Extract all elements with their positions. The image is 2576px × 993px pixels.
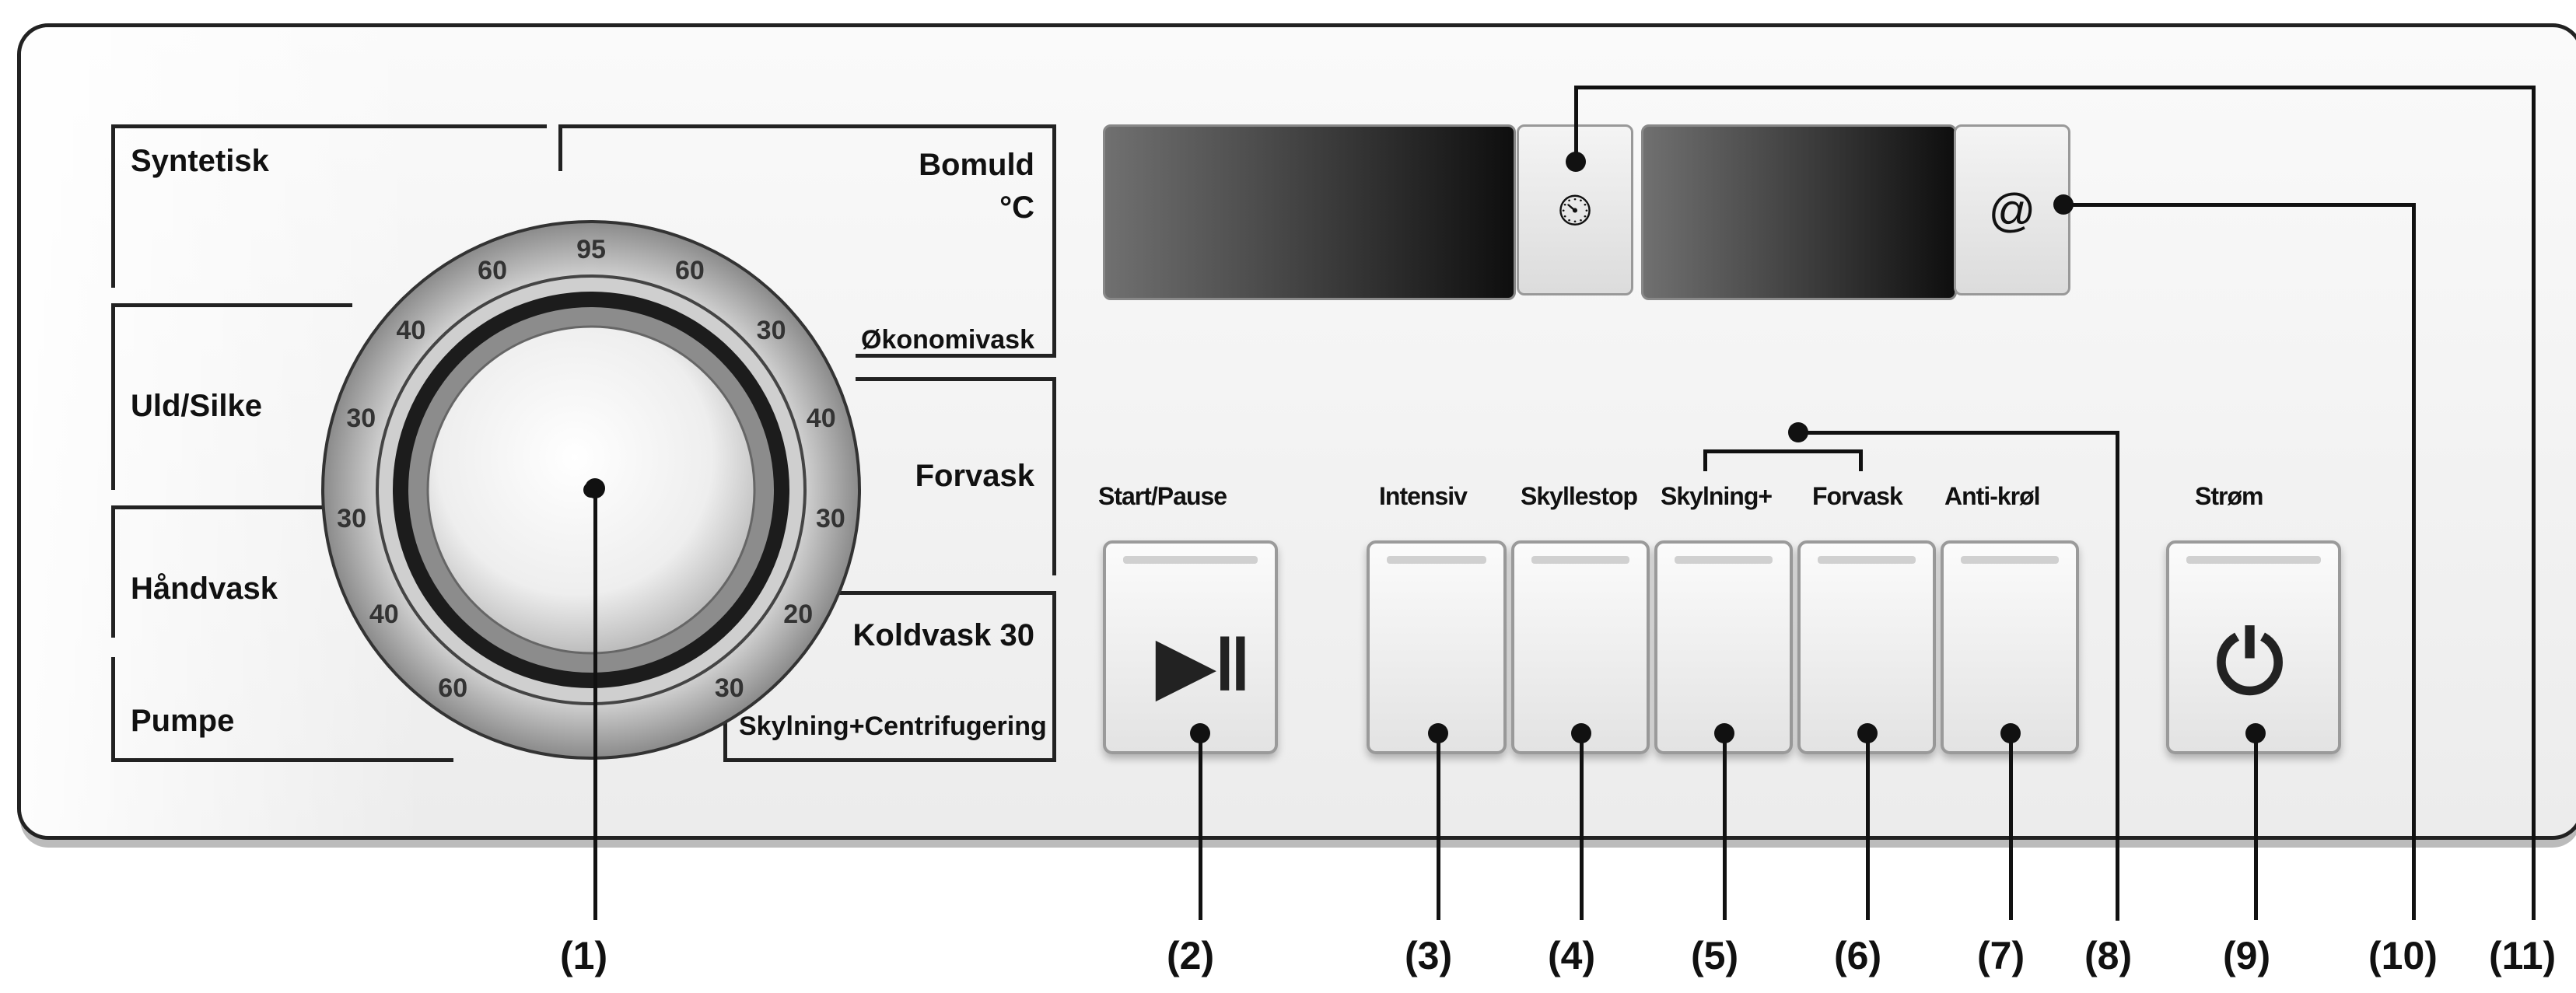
- dial-temp-label: 60: [438, 673, 467, 703]
- label-start-pause: Start/Pause: [1098, 482, 1227, 510]
- program-uld-silke: Uld/Silke: [131, 389, 262, 423]
- program-forvask: Forvask: [915, 459, 1034, 493]
- callout-1: (1): [560, 934, 608, 977]
- callout-line-11: [1574, 86, 1578, 159]
- callout-line-5: [1723, 733, 1727, 920]
- callout-line-1: [593, 488, 597, 920]
- bracket-line: [111, 303, 115, 490]
- dial-temp-label: 60: [478, 256, 507, 285]
- callout-line-3: [1437, 733, 1440, 920]
- label-anti-krol: Anti-krøl: [1944, 482, 2041, 510]
- led-indicator: [1961, 556, 2059, 564]
- skyllestop-button[interactable]: [1511, 540, 1650, 754]
- bracket-line: [111, 124, 115, 288]
- bracket-line: [111, 657, 115, 762]
- bracket-line: [111, 303, 352, 307]
- bracket-line: [111, 505, 352, 509]
- callout-5: (5): [1691, 934, 1739, 977]
- dial-temp-label: 30: [346, 404, 376, 433]
- dial-temp-label: 20: [783, 600, 813, 629]
- label-forvask: Forvask: [1812, 482, 1903, 510]
- label-skyllestop: Skyllestop: [1521, 482, 1638, 510]
- bracket-line: [111, 758, 453, 762]
- label-skylning-plus: Skylning+: [1661, 482, 1773, 510]
- callout-line-7: [2009, 733, 2013, 920]
- callout-line-8: [1797, 431, 2119, 435]
- bracket-line: [723, 591, 1056, 595]
- callout-line-6: [1866, 733, 1870, 920]
- callout-7: (7): [1977, 934, 2025, 977]
- callout-10: (10): [2368, 934, 2438, 977]
- callout-8: (8): [2084, 934, 2133, 977]
- program-pumpe: Pumpe: [131, 704, 235, 738]
- program-handvask: Håndvask: [131, 572, 278, 606]
- dial-temp-label: 30: [816, 504, 845, 533]
- label-strom: Strøm: [2195, 482, 2263, 510]
- dial-temp-label: 40: [396, 316, 425, 345]
- led-indicator: [1387, 556, 1486, 564]
- dial-temp-label: 30: [715, 673, 744, 703]
- bracket-line: [1703, 449, 1863, 453]
- callout-2: (2): [1167, 934, 1215, 977]
- bracket-line: [1859, 449, 1863, 471]
- callout-3: (3): [1405, 934, 1453, 977]
- led-indicator: [1531, 556, 1629, 564]
- program-koldvask-30: Koldvask 30: [852, 618, 1034, 652]
- callout-11: (11): [2489, 934, 2557, 977]
- bracket-line: [856, 354, 1056, 358]
- bracket-line: [558, 124, 1056, 128]
- callout-line-10: [2062, 203, 2416, 207]
- spin-icon: @: [1988, 184, 2036, 236]
- led-indicator: [1123, 556, 1258, 564]
- bracket-line: [1052, 377, 1056, 575]
- led-indicator: [1675, 556, 1773, 564]
- callout-line-11: [1574, 86, 2536, 89]
- skylning-plus-button[interactable]: [1654, 540, 1793, 754]
- callout-6: (6): [1834, 934, 1882, 977]
- dial-temp-label: 40: [369, 600, 399, 629]
- display-right: [1641, 124, 1957, 300]
- callout-4: (4): [1548, 934, 1596, 977]
- program-bomuld-unit: °C: [999, 191, 1034, 225]
- callout-line-11: [2532, 86, 2536, 920]
- program-bomuld: Bomuld: [919, 148, 1034, 182]
- led-indicator: [2186, 556, 2321, 564]
- intensiv-button[interactable]: [1367, 540, 1507, 754]
- callout-line-10: [2412, 203, 2416, 920]
- spin-button[interactable]: @: [1954, 124, 2070, 295]
- callout-line-8: [2116, 431, 2119, 921]
- clock-icon: ⏲: [1556, 184, 1594, 236]
- dial-temp-label: 30: [337, 504, 366, 533]
- play-pause-icon: ▶‖: [1157, 624, 1251, 707]
- program-skylning-centrifugering: Skylning+Centrifugering: [739, 712, 1047, 741]
- bracket-line: [1052, 124, 1056, 358]
- bracket-line: [723, 758, 1056, 762]
- program-okonomivask: Økonomivask: [861, 325, 1034, 355]
- bracket-line: [111, 505, 115, 638]
- dial-temp-label: 30: [757, 316, 786, 345]
- callout-line-2: [1199, 733, 1202, 920]
- callout-line-9: [2254, 733, 2258, 920]
- dial-temp-label: 40: [807, 404, 836, 433]
- bracket-line: [856, 377, 1056, 381]
- bracket-line: [111, 124, 547, 128]
- led-indicator: [1818, 556, 1916, 564]
- dial-temp-label: 60: [675, 256, 705, 285]
- callout-9: (9): [2223, 934, 2271, 977]
- forvask-button[interactable]: [1797, 540, 1936, 754]
- power-icon: ⏻: [2216, 615, 2284, 711]
- dial-temp-label: 95: [576, 235, 606, 264]
- bracket-line: [558, 124, 562, 171]
- label-intensiv: Intensiv: [1379, 482, 1468, 510]
- anti-krol-button[interactable]: [1941, 540, 2079, 754]
- bracket-line: [1703, 449, 1707, 471]
- callout-line-4: [1580, 733, 1584, 920]
- start-pause-button[interactable]: ▶‖: [1103, 540, 1278, 754]
- power-button[interactable]: ⏻: [2166, 540, 2341, 754]
- display-left: [1103, 124, 1516, 300]
- bracket-line: [1052, 591, 1056, 762]
- program-syntetisk: Syntetisk: [131, 144, 269, 178]
